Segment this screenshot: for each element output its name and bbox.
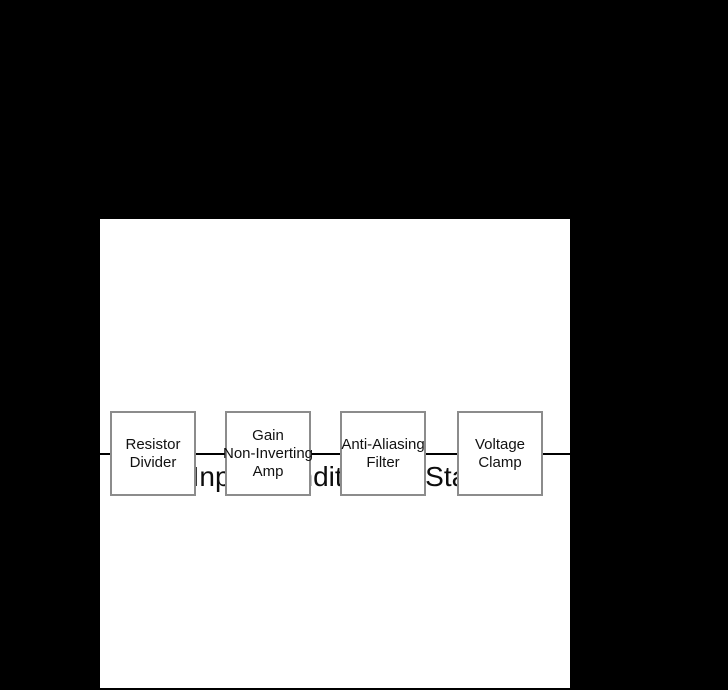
connector-output-line <box>543 453 570 455</box>
node-label-line: Amp <box>252 462 284 480</box>
connector-input-line <box>100 453 110 455</box>
node-anti-aliasing-filter: Anti-Aliasing Filter <box>340 411 426 496</box>
node-label-line: Anti-Aliasing <box>341 435 425 453</box>
connector-line-1 <box>196 453 225 455</box>
node-label-line: Clamp <box>478 453 522 471</box>
node-label-line: Gain <box>252 426 284 444</box>
node-label-line: Divider <box>129 453 177 471</box>
node-label-line: Filter <box>366 453 400 471</box>
connector-line-2 <box>311 453 340 455</box>
node-label-line: Non-Inverting <box>222 444 314 462</box>
node-label-line: Voltage <box>474 435 526 453</box>
node-voltage-clamp: Voltage Clamp <box>457 411 543 496</box>
connector-line-3 <box>426 453 457 455</box>
node-label-line: Resistor <box>125 435 181 453</box>
diagram-panel: Input Conditioning Stage Resistor Divide… <box>100 219 570 688</box>
node-resistor-divider: Resistor Divider <box>110 411 196 496</box>
node-gain-non-inverting-amp: Gain Non-Inverting Amp <box>222 411 314 496</box>
